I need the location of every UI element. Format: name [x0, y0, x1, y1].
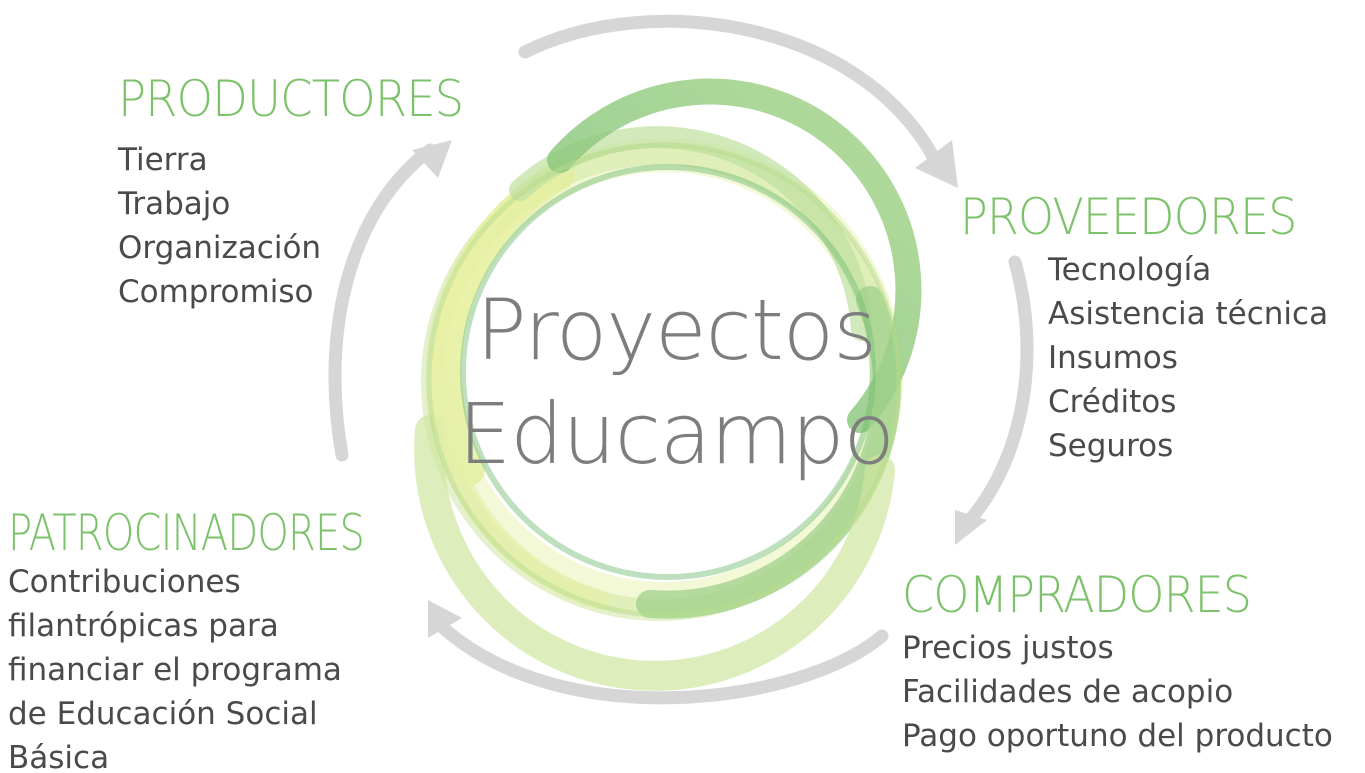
group-patrocinadores: PATROCINADORES Contribuciones filantrópi…	[8, 508, 453, 773]
arrow-patrocinadores-productores	[328, 143, 437, 462]
list-item: Contribuciones	[8, 564, 241, 600]
list-item: Asistencia técnica	[1048, 296, 1329, 332]
item-list: Tierra Trabajo Organización Compromiso	[118, 138, 489, 314]
group-title: PATROCINADORES	[8, 504, 365, 562]
arrowhead-patrocinadores	[428, 600, 462, 638]
center-title-line1: Proyectos	[476, 281, 877, 379]
list-item: Básica	[8, 740, 110, 773]
group-title: COMPRADORES	[902, 566, 1252, 624]
group-proveedores: PROVEEDORES Tecnología Asistencia técnic…	[960, 192, 1328, 468]
list-item: Tecnología	[1048, 252, 1212, 288]
list-item: Compromiso	[118, 274, 314, 310]
watercolor-ring	[414, 78, 922, 691]
group-title: PROVEEDORES	[960, 188, 1297, 246]
list-item: financiar el programa	[8, 652, 342, 688]
list-item: Precios justos	[902, 630, 1114, 666]
list-item: Facilidades de acopio	[902, 674, 1234, 710]
list-item: Seguros	[1048, 428, 1174, 464]
center-title: Proyectos Educampo	[436, 278, 916, 486]
list-item: Tierra	[118, 142, 208, 178]
arrowhead-compradores	[955, 510, 987, 545]
arrow-proveedores-compradores	[961, 255, 1034, 529]
list-item: de Educación Social	[8, 696, 318, 732]
list-item: Créditos	[1048, 384, 1177, 420]
group-productores: PRODUCTORES Tierra Trabajo Organización …	[118, 74, 489, 314]
item-list: Contribuciones filantrópicas para financ…	[8, 560, 453, 773]
list-item: Insumos	[1048, 340, 1178, 376]
list-item: Organización	[118, 230, 322, 266]
arrow-productores-proveedores	[518, 14, 942, 167]
center-title-line2: Educampo	[458, 385, 895, 483]
group-title: PRODUCTORES	[118, 70, 464, 128]
arrow-compradores-patrocinadores	[433, 618, 889, 705]
list-item: Pago oportuno del producto	[902, 718, 1333, 754]
item-list: Precios justos Facilidades de acopio Pag…	[902, 626, 1333, 758]
list-item: filantrópicas para	[8, 608, 279, 644]
list-item: Trabajo	[118, 186, 231, 222]
group-compradores: COMPRADORES Precios justos Facilidades d…	[902, 570, 1333, 758]
item-list: Tecnología Asistencia técnica Insumos Cr…	[1048, 248, 1328, 468]
arrowhead-proveedores	[915, 140, 958, 188]
arrowhead-productores	[412, 140, 452, 178]
